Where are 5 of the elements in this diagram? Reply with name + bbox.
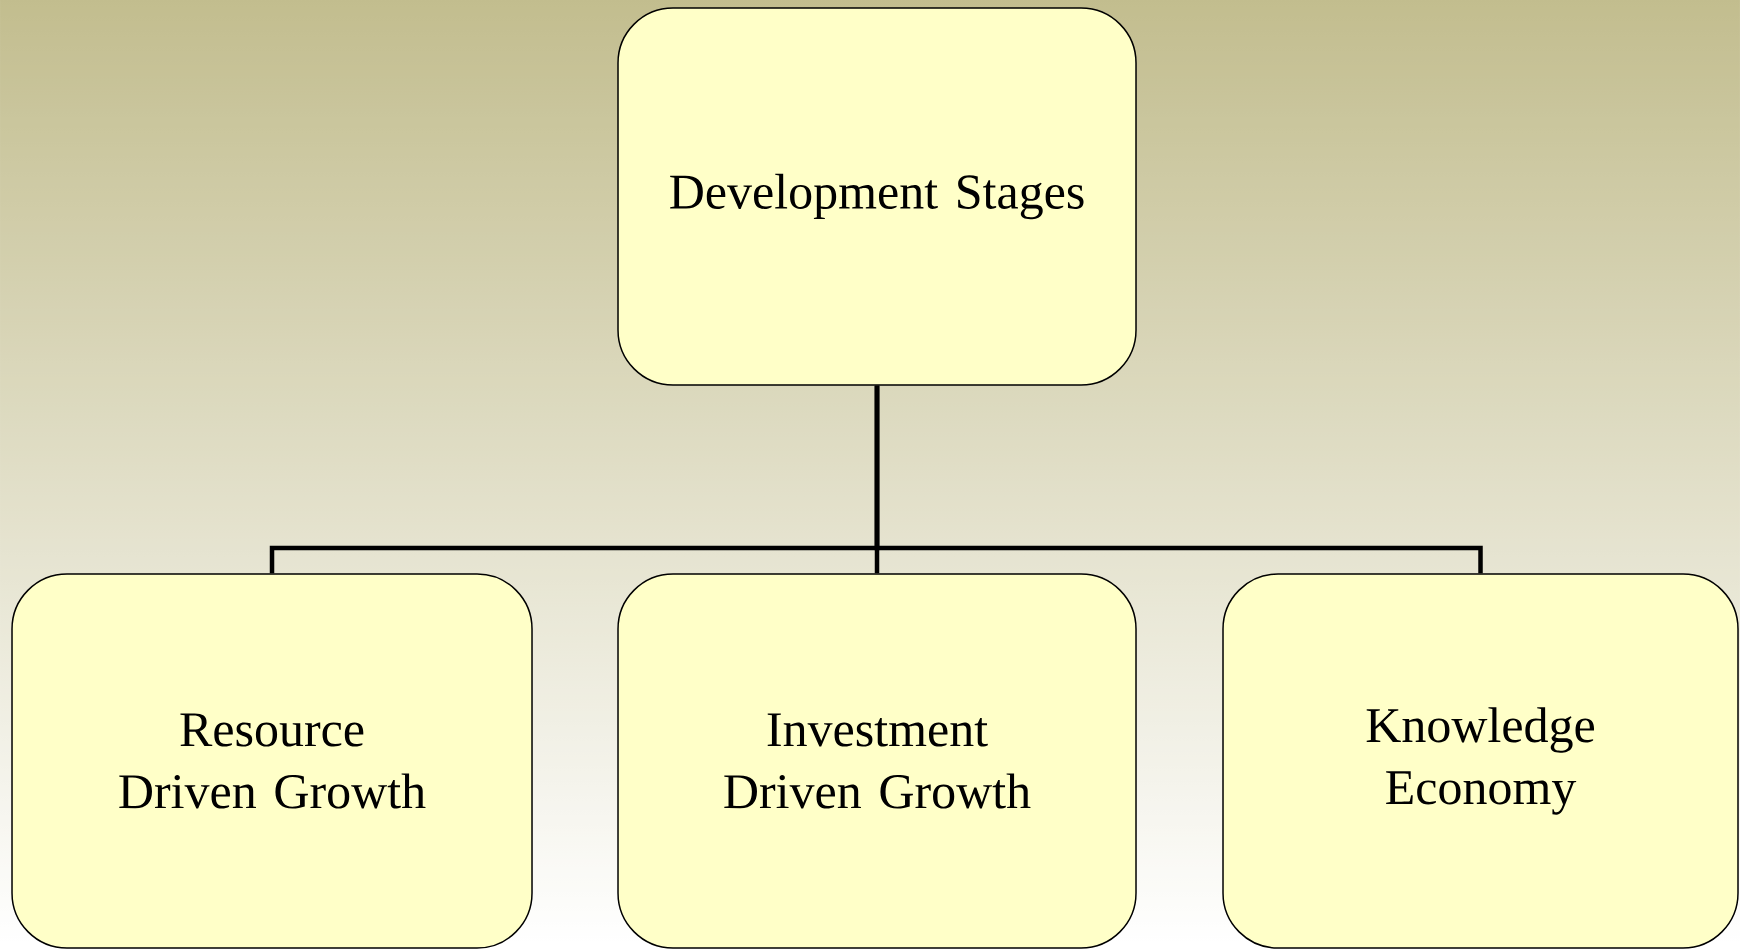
stage-box: Investment Driven Growth (617, 573, 1137, 949)
connector-line (874, 385, 1483, 574)
stage-box: Knowledge Economy (1222, 573, 1739, 949)
stage-box: Development Stages (617, 7, 1137, 386)
stage-box: Resource Driven Growth (11, 573, 533, 949)
